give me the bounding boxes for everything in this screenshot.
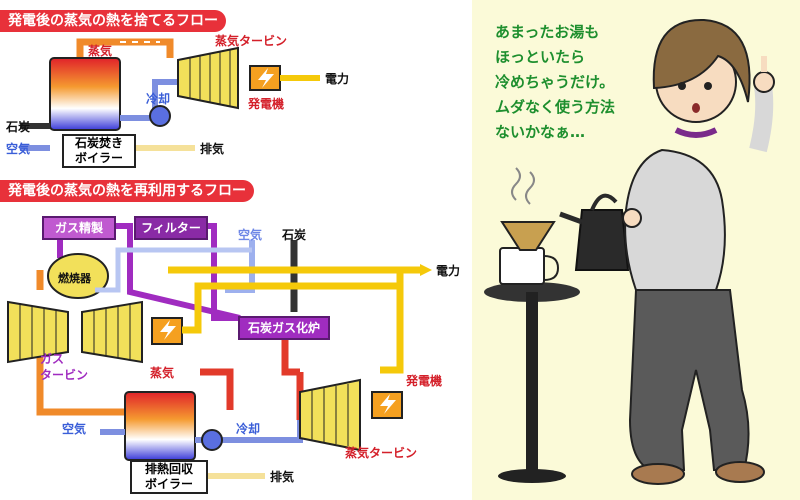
d2-boiler-label: 排熱回収 ボイラー bbox=[130, 460, 208, 494]
d1-air-label: 空気 bbox=[6, 142, 31, 156]
boiler-1-body bbox=[49, 57, 121, 131]
speech-line-1: あまったお湯も bbox=[495, 23, 600, 41]
gas-turbine-shape bbox=[7, 300, 69, 364]
d2-steam-turbine-label: 蒸気タービン bbox=[345, 446, 418, 460]
speech-line-4: ムダなく使う方法 bbox=[495, 98, 616, 116]
speech-line-5: ないかなぁ… bbox=[495, 123, 586, 141]
kettle-icon bbox=[574, 209, 630, 271]
speech-text: あまったお湯も ほっといたら 冷めちゃうだけ。 ムダなく使う方法 ないかなぁ… bbox=[495, 20, 615, 145]
cartoon-illustration bbox=[484, 18, 775, 485]
d2-cooling-label: 冷却 bbox=[236, 422, 261, 436]
d1-boiler-label: 石炭焚き ボイラー bbox=[62, 134, 136, 168]
mug-icon bbox=[499, 247, 545, 285]
d2-power-label: 電力 bbox=[436, 264, 461, 278]
filter-box: フィルター bbox=[134, 216, 208, 240]
character-hair bbox=[652, 18, 751, 103]
diagram-1-title: 発電後の蒸気の熱を捨てるフロー bbox=[0, 10, 226, 32]
boiler-2-body bbox=[124, 391, 196, 461]
d2-steam-label: 蒸気 bbox=[150, 366, 175, 380]
d1-coal-label: 石炭 bbox=[6, 120, 31, 134]
speech-line-2: ほっといたら bbox=[495, 48, 586, 66]
combustor-shape bbox=[47, 253, 109, 299]
steam-turbine-2-shape bbox=[299, 378, 361, 452]
gas-turbine-label-1: ガス bbox=[40, 352, 65, 366]
d1-boiler-line1: 石炭焚き bbox=[74, 136, 123, 150]
pump-1 bbox=[149, 105, 171, 127]
gas-turbine-label-2: タービン bbox=[40, 368, 89, 382]
coffee-dripper-icon bbox=[500, 221, 556, 251]
d1-boiler-line2: ボイラー bbox=[74, 151, 123, 165]
cooling-pipe-1 bbox=[120, 79, 180, 121]
coal-gasifier-box: 石炭ガス化炉 bbox=[238, 316, 330, 340]
d2-air-top-label: 空気 bbox=[238, 228, 263, 242]
d1-cooling-label: 冷却 bbox=[146, 92, 171, 106]
diagram-2-title: 発電後の蒸気の熱を再利用するフロー bbox=[0, 180, 254, 202]
d1-generator-label: 発電機 bbox=[248, 97, 285, 111]
speech-line-3: 冷めちゃうだけ。 bbox=[495, 73, 615, 91]
d2-boiler-line2: ボイラー bbox=[144, 477, 193, 491]
d1-power-label: 電力 bbox=[325, 72, 350, 86]
d1-steam-label: 蒸気 bbox=[88, 44, 113, 58]
flow-diagrams-graphics bbox=[7, 38, 432, 479]
d2-coal-label: 石炭 bbox=[282, 228, 307, 242]
d1-exhaust-label: 排気 bbox=[200, 142, 225, 156]
character-pants bbox=[628, 289, 750, 471]
gas-refining-box: ガス精製 bbox=[42, 216, 116, 240]
d1-steam-turbine-label: 蒸気タービン bbox=[215, 34, 288, 48]
d2-generator-label: 発電機 bbox=[406, 374, 443, 388]
d2-air-bottom-label: 空気 bbox=[62, 422, 87, 436]
d2-exhaust-label: 排気 bbox=[270, 470, 295, 484]
steam-turbine-1 bbox=[177, 46, 239, 110]
combustor-label: 燃焼器 bbox=[58, 272, 91, 285]
d2-boiler-line1: 排熱回収 bbox=[144, 462, 193, 476]
